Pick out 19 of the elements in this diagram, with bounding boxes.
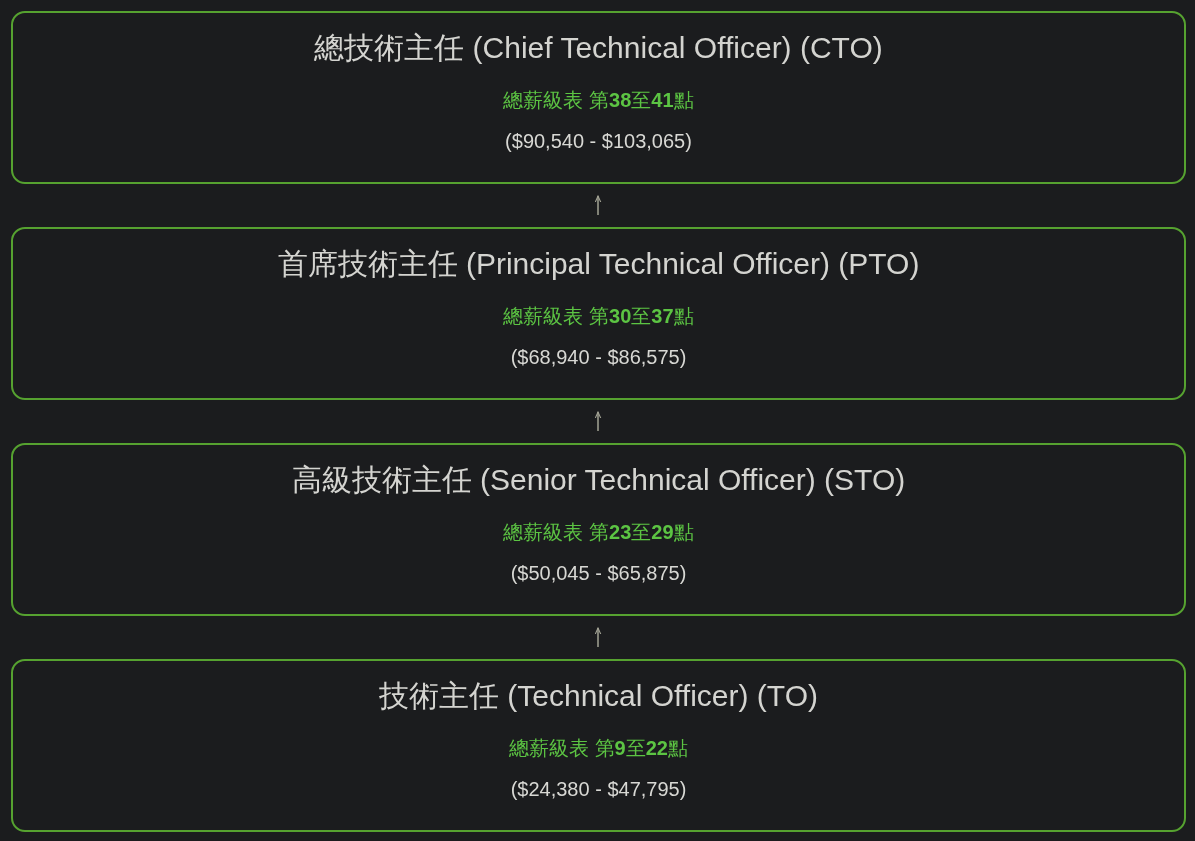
pay-scale-points: 總薪級表 第9至22點 bbox=[509, 736, 688, 761]
pay-scale-points: 總薪級表 第38至41點 bbox=[503, 88, 694, 113]
pay-scale-points: 總薪級表 第23至29點 bbox=[503, 520, 694, 545]
rank-box bbox=[11, 227, 1186, 400]
rank-box bbox=[11, 659, 1186, 832]
salary-range: ($24,380 - $47,795) bbox=[510, 777, 687, 802]
job-title: 高級技術主任 (Senior Technical Officer) (STO) bbox=[291, 462, 906, 498]
arrow bbox=[594, 195, 602, 216]
arrow bbox=[594, 627, 602, 648]
rank-box bbox=[11, 443, 1186, 616]
rank-box bbox=[11, 11, 1186, 184]
job-title: 總技術主任 (Chief Technical Officer) (CTO) bbox=[314, 30, 883, 66]
salary-range: ($90,540 - $103,065) bbox=[505, 129, 692, 154]
salary-range: ($50,045 - $65,875) bbox=[510, 561, 687, 586]
job-title: 首席技術主任 (Principal Technical Officer) (PTO) bbox=[277, 246, 920, 282]
arrow bbox=[594, 411, 602, 432]
pay-scale-points: 總薪級表 第30至37點 bbox=[503, 304, 694, 329]
job-title: 技術主任 (Technical Officer) (TO) bbox=[379, 678, 818, 714]
salary-range: ($68,940 - $86,575) bbox=[510, 345, 687, 370]
